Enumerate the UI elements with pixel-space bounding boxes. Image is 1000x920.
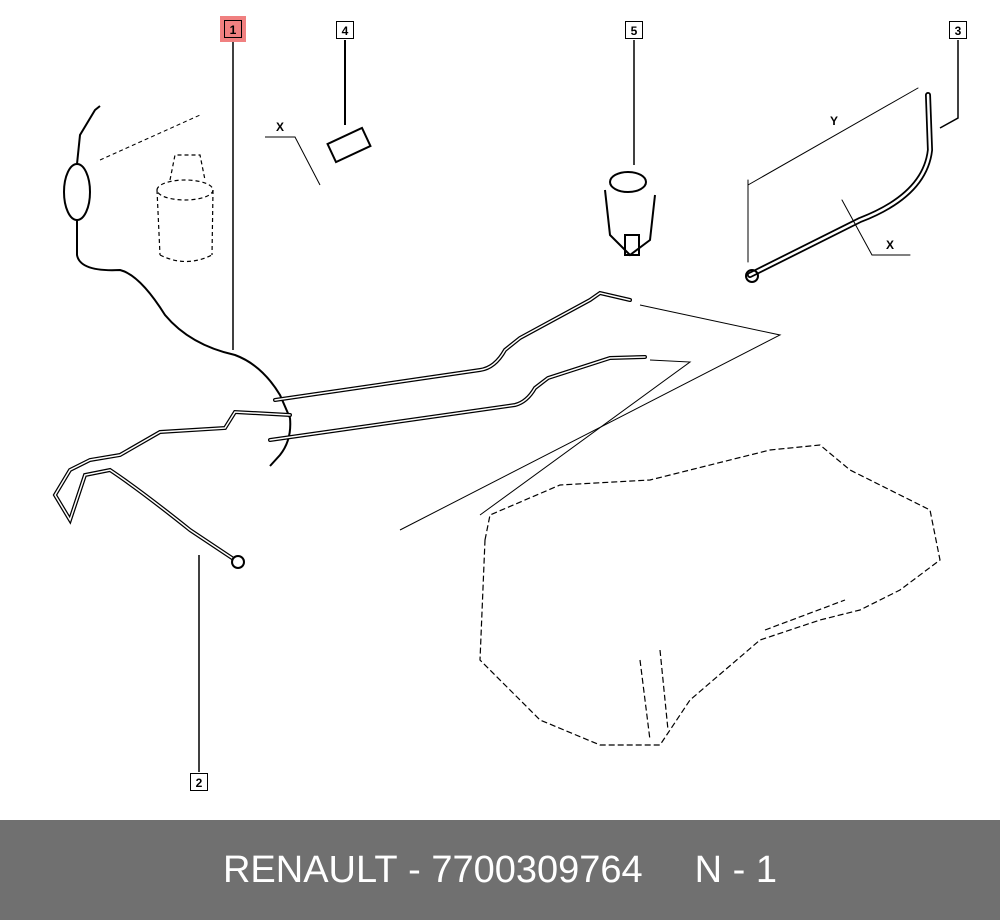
sender-unit-5 xyxy=(604,171,656,257)
fuel-line-drawing xyxy=(52,40,959,772)
part-number: 7700309764 xyxy=(431,848,643,891)
fuel-pipe-1 xyxy=(268,290,647,442)
footer-separator: - xyxy=(397,848,432,891)
dimension-x-pipe: X xyxy=(886,238,895,252)
primer-bulb xyxy=(63,105,292,467)
dimension-y-pipe: Y xyxy=(830,114,839,128)
tank-reference-line-2 xyxy=(479,359,692,516)
filter-reference-line xyxy=(99,114,201,161)
fuel-filter xyxy=(156,154,214,263)
leader-line-3 xyxy=(939,40,959,129)
brand-name: RENAULT xyxy=(222,848,398,891)
callout-2: 2 xyxy=(190,773,208,791)
fuel-pipe-3 xyxy=(745,87,934,283)
callout-4: 4 xyxy=(336,21,354,39)
fuel-tank xyxy=(479,444,941,746)
callout-1: 1 xyxy=(220,16,246,42)
part-footer: RENAULT - 7700309764 N - 1 xyxy=(0,820,1000,920)
fuel-pipe-2 xyxy=(52,409,292,569)
callout-3: 3 xyxy=(949,21,967,39)
callout-5: 5 xyxy=(625,21,643,39)
diagram-position: N - 1 xyxy=(694,848,778,891)
connector-4 xyxy=(265,126,372,186)
dimension-x-connector: X xyxy=(276,120,285,134)
tank-reference-line-1 xyxy=(399,304,782,531)
